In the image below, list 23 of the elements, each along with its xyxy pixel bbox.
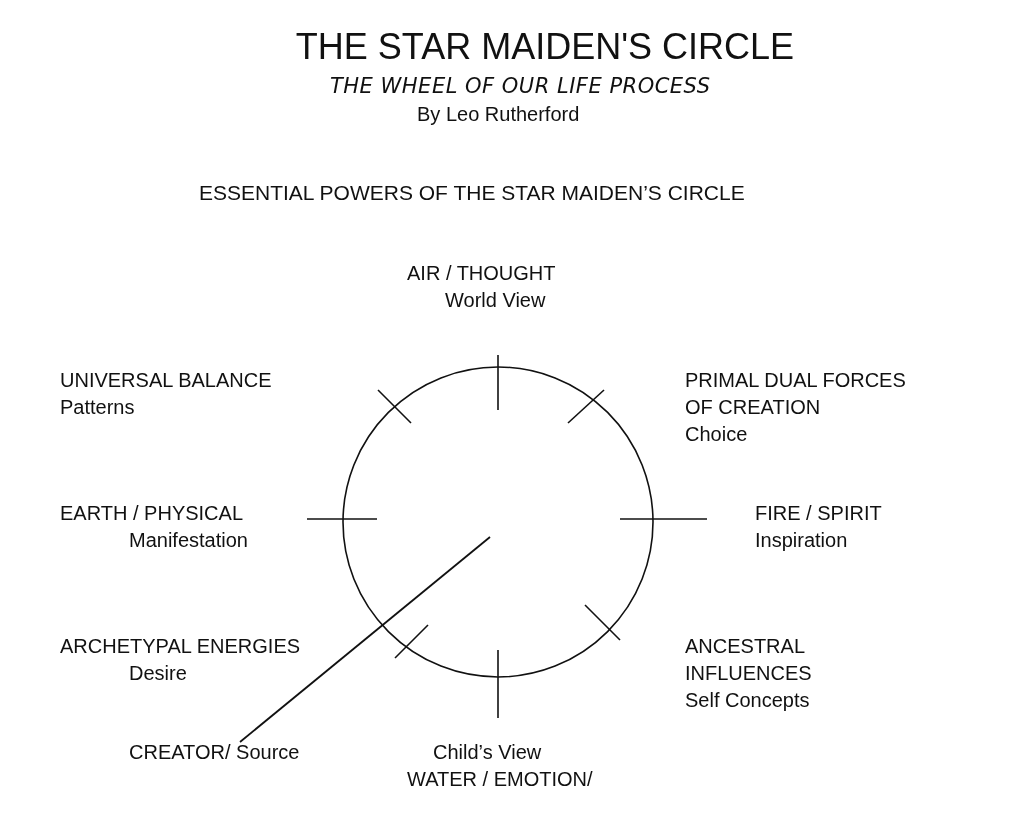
- wheel-circle: [342, 366, 654, 678]
- aspect-label: Inspiration: [755, 528, 848, 553]
- source-label: CREATOR/ Source: [129, 739, 300, 766]
- element-label: AIR / THOUGHT: [407, 261, 556, 286]
- aspect-label: Choice: [685, 422, 748, 447]
- aspect-label: Self Concepts: [685, 688, 810, 713]
- subtitle: THE WHEEL OF OUR LIFE PROCESS: [330, 73, 711, 100]
- title: THE STAR MAIDEN'S CIRCLE: [294, 26, 796, 68]
- aspect-label: Child’s View: [433, 740, 542, 765]
- aspect-label: World View: [445, 288, 546, 313]
- aspect-label: Patterns: [60, 395, 135, 420]
- element-label: PRIMAL DUAL FORCES OF CREATION: [685, 368, 907, 420]
- element-label: FIRE / SPIRIT: [755, 501, 882, 526]
- aspect-label: Desire: [129, 661, 187, 686]
- element-label: WATER / EMOTION/: [407, 767, 593, 792]
- element-label: ANCESTRAL INFLUENCES: [685, 634, 813, 686]
- author-line: By Leo Rutherford: [417, 102, 580, 127]
- element-label: UNIVERSAL BALANCE: [60, 368, 272, 393]
- element-label: ARCHETYPAL ENERGIES: [60, 634, 301, 659]
- aspect-label: Manifestation: [129, 528, 248, 553]
- element-label: EARTH / PHYSICAL: [60, 501, 244, 526]
- section-heading: ESSENTIAL POWERS OF THE STAR MAIDEN’S CIRCLE: [199, 180, 745, 206]
- leader-line: [239, 536, 491, 743]
